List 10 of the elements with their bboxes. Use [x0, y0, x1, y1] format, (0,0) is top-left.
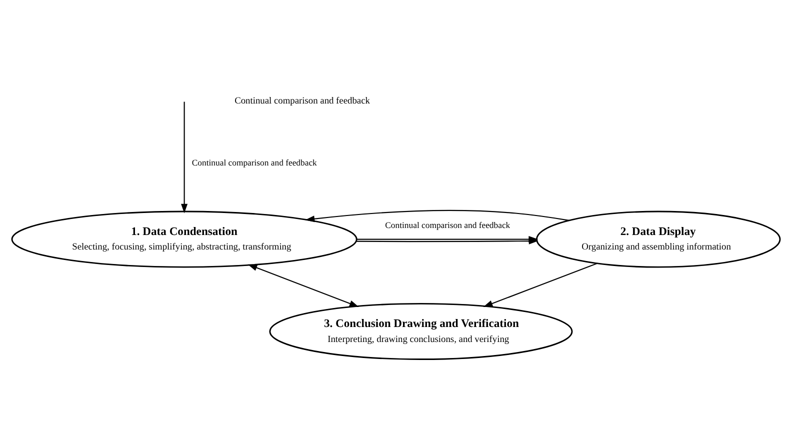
- arrow: [248, 264, 359, 306]
- arrow: [181, 101, 188, 213]
- label: Continual comparison and feedback: [234, 96, 370, 106]
- node-ellipse: 1. Data Condensation Selecting, focusing, simplifying, abstracting, transforming: [11, 210, 358, 268]
- node-ellipse: 2. Data Display Organizing and assembling information: [536, 210, 781, 268]
- node-ellipse: 3. Conclusion Drawing and Verification Interpreting, drawing conclusions, and verifying: [269, 302, 573, 360]
- edge-label: Continual comparison and feedback: [385, 219, 510, 230]
- arrow: [483, 262, 598, 306]
- arrow: [305, 209, 570, 222]
- edge-label: Continual comparison and feedback: [192, 156, 317, 167]
